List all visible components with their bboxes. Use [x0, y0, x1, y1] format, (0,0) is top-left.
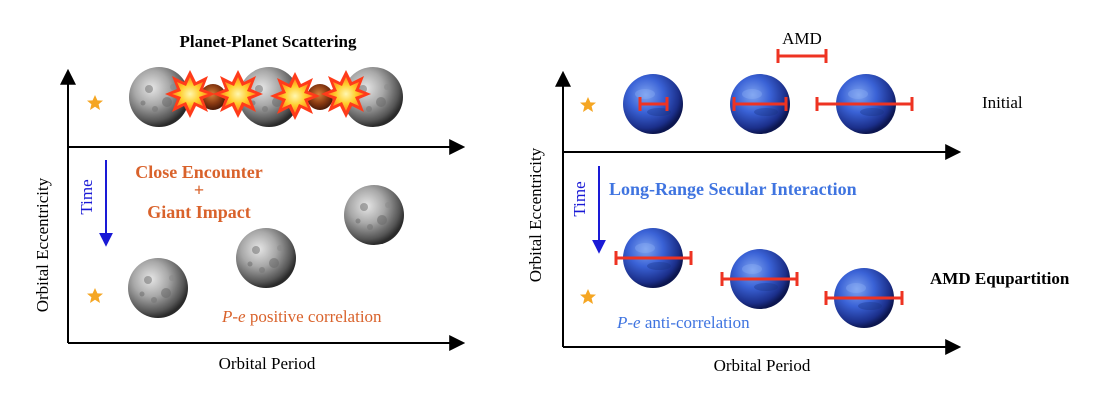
right-x-axis-label: Orbital Period [714, 356, 811, 375]
amd-equipartition-label: AMD Equpartition [930, 269, 1070, 288]
amd-bar-icon [732, 97, 788, 111]
right-y-axis-label: Orbital Eccentricity [526, 147, 545, 282]
amd-bar-icon [824, 291, 904, 305]
left-panel: Planet-Planet Scattering Orbital Eccentr… [33, 32, 466, 373]
left-time-label: Time [77, 179, 96, 214]
star-icon [580, 289, 596, 304]
plus-label: + [194, 180, 204, 200]
initial-label: Initial [982, 93, 1023, 112]
rocky-planet-icon [344, 185, 404, 245]
left-x-axis-label: Orbital Period [219, 354, 316, 373]
left-correlation-text: positive correlation [246, 307, 382, 326]
amd-legend-label: AMD [782, 29, 822, 48]
left-y-axis-label: Orbital Eccentricity [33, 177, 52, 312]
amd-bar-icon [614, 251, 693, 265]
rocky-planet-icon [236, 228, 296, 288]
rocky-planet-icon [128, 258, 188, 318]
amd-bar-icon [776, 49, 828, 63]
explosion-icon [270, 72, 320, 120]
right-panel: AMD Orbital Eccentricity Orbital Period … [526, 29, 1070, 375]
amd-bar-icon [638, 97, 669, 111]
explosion-icon [321, 70, 371, 118]
explosion-icon [165, 70, 215, 118]
amd-bar-icon [815, 97, 914, 111]
giant-impact-label: Giant Impact [147, 202, 251, 222]
debris-icon [307, 84, 333, 110]
close-encounter-label: Close Encounter [135, 162, 263, 182]
amd-bar-icon [720, 272, 799, 286]
star-icon [580, 97, 596, 112]
explosion-icon [213, 70, 263, 118]
left-panel-title: Planet-Planet Scattering [179, 32, 357, 51]
star-icon [87, 288, 103, 303]
left-correlation-label: P-e positive correlation [221, 307, 382, 326]
right-correlation-text: anti-correlation [641, 313, 751, 332]
star-icon [87, 95, 103, 110]
right-correlation-pe: P-e [616, 313, 641, 332]
left-correlation-pe: P-e [221, 307, 246, 326]
right-correlation-label: P-e anti-correlation [616, 313, 750, 332]
secular-interaction-label: Long-Range Secular Interaction [609, 179, 857, 199]
right-time-label: Time [570, 181, 589, 216]
